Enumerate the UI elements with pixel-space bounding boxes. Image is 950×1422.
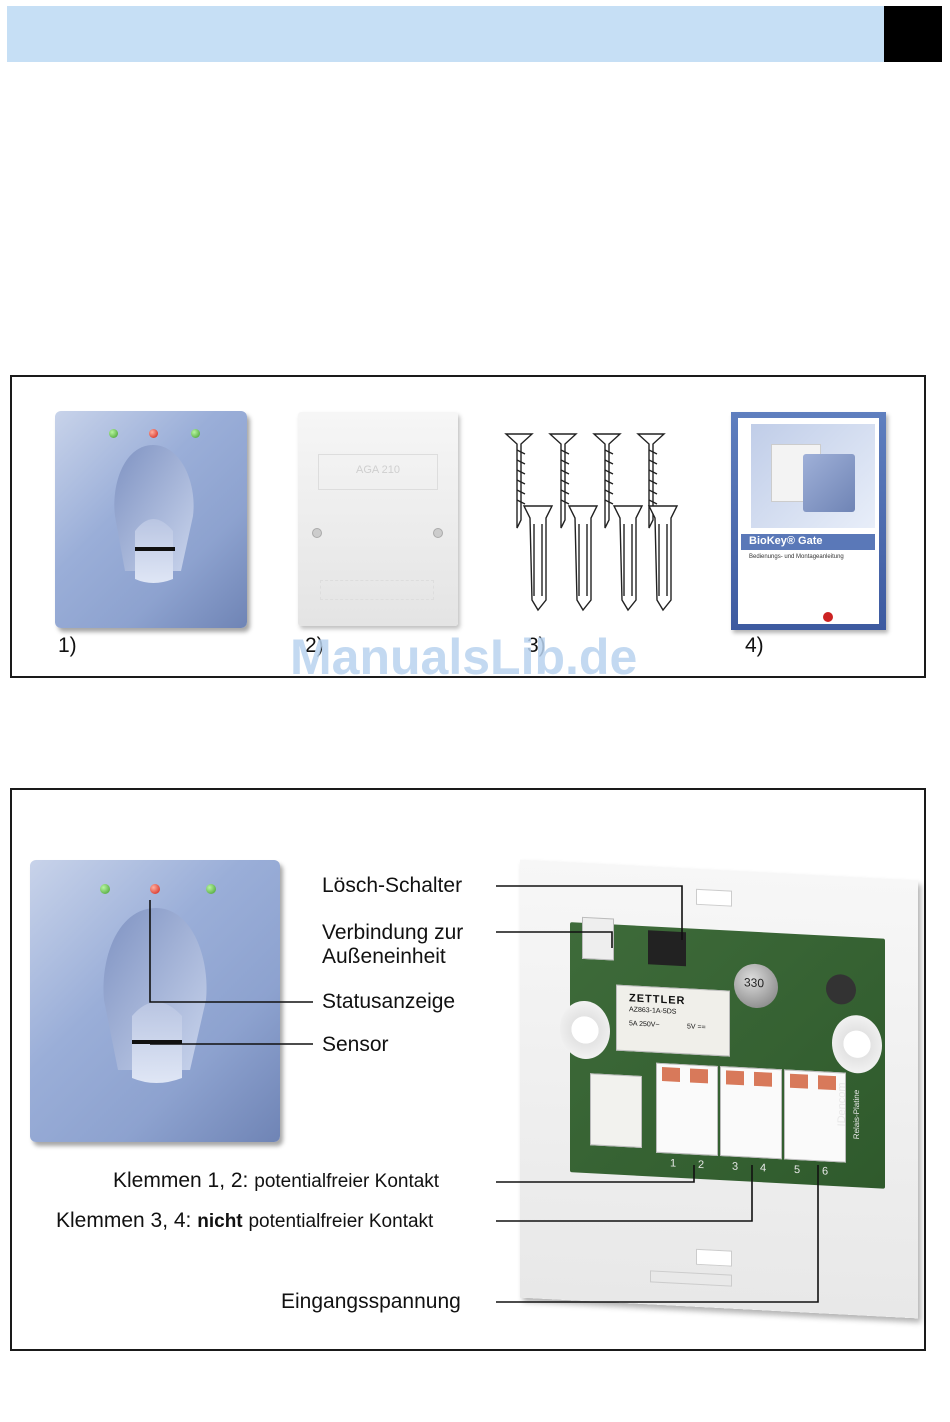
callout-klemmen-3-4-label: Klemmen 3, 4: bbox=[56, 1209, 192, 1232]
callout-statusanzeige: Statusanzeige bbox=[322, 990, 456, 1013]
inductor-icon bbox=[826, 973, 856, 1006]
callout-klemmen-1-2-label: Klemmen 1, 2: bbox=[113, 1169, 249, 1192]
led-green-icon bbox=[109, 429, 118, 438]
item-label: 2) bbox=[305, 634, 324, 657]
watermark: ManualsLib.de bbox=[290, 629, 638, 685]
callout-klemmen-1-2-desc: potentialfreier Kontakt bbox=[254, 1171, 440, 1192]
led-green-icon bbox=[191, 429, 200, 438]
relay-spec: 5A 250V~ bbox=[629, 1020, 660, 1029]
item-label: 4) bbox=[745, 634, 764, 657]
callout-eingangsspannung: Eingangsspannung bbox=[281, 1290, 461, 1313]
led-green-icon bbox=[100, 884, 110, 894]
switch-icon bbox=[648, 930, 686, 967]
callout-loesch-schalter: Lösch-Schalter bbox=[322, 874, 463, 897]
relay-spec: 5V == bbox=[687, 1023, 706, 1032]
screw-head-icon bbox=[312, 528, 322, 538]
relay-housing-icon: AGA 210 bbox=[298, 412, 458, 626]
callout-verbindung: Verbindung zur bbox=[322, 921, 464, 944]
manual-title: BioKey® Gate bbox=[749, 535, 823, 547]
relay-board-housing-icon: 330 ZETTLER AZ863-1A-5DS 5A 250V~ 5V == … bbox=[520, 859, 918, 1319]
led-green-icon bbox=[206, 884, 216, 894]
callout-sensor: Sensor bbox=[322, 1033, 389, 1056]
page-marker bbox=[884, 6, 942, 62]
screws-and-dowels-icon bbox=[504, 433, 679, 612]
terminal-number: 5 bbox=[794, 1163, 801, 1177]
item-label: 3) bbox=[527, 634, 546, 657]
callout-klemmen-3-4: Klemmen 3, 4: nicht potentialfreier Kont… bbox=[56, 1209, 433, 1233]
header-bar bbox=[7, 6, 884, 62]
manual-booklet-icon: BioKey® Gate Bedienungs- und Montageanle… bbox=[731, 412, 886, 630]
callout-verbindung-2: Außeneinheit bbox=[322, 945, 446, 968]
manual-subtitle: Bedienungs- und Montageanleitung bbox=[749, 554, 844, 560]
logo-icon bbox=[823, 612, 833, 622]
fingerprint-sensor-unit-icon bbox=[55, 411, 247, 628]
led-red-icon bbox=[150, 884, 160, 894]
fingerprint-sensor-unit-icon bbox=[30, 860, 280, 1142]
relay-icon bbox=[590, 1073, 642, 1148]
terminal-number: 2 bbox=[698, 1158, 705, 1172]
terminal-number: 6 bbox=[822, 1165, 829, 1178]
screw-head-icon bbox=[433, 528, 443, 538]
pcb-text: Relais-Platine bbox=[852, 1089, 861, 1140]
terminal-number: 3 bbox=[732, 1160, 739, 1174]
led-red-icon bbox=[149, 429, 158, 438]
relay-icon: ZETTLER AZ863-1A-5DS 5A 250V~ 5V == bbox=[616, 984, 730, 1057]
item-label: 1) bbox=[58, 634, 77, 657]
callout-klemmen-3-4-desc: potentialfreier Kontakt bbox=[248, 1211, 434, 1232]
callout-klemmen-3-4-emphasis: nicht bbox=[197, 1211, 243, 1232]
callout-klemmen-1-2: Klemmen 1, 2: potentialfreier Kontakt bbox=[113, 1169, 439, 1193]
terminal-number: 4 bbox=[760, 1162, 767, 1175]
housing-label: AGA 210 bbox=[356, 464, 401, 476]
relay-brand: ZETTLER bbox=[629, 992, 686, 1008]
connector-icon bbox=[582, 916, 614, 961]
capacitor-label: 330 bbox=[744, 975, 765, 991]
pcb-brand: IDencom bbox=[836, 1082, 848, 1127]
relay-code: AZ863-1A-5DS bbox=[629, 1006, 677, 1016]
terminal-block bbox=[656, 1062, 856, 1163]
terminal-number: 1 bbox=[670, 1157, 677, 1170]
